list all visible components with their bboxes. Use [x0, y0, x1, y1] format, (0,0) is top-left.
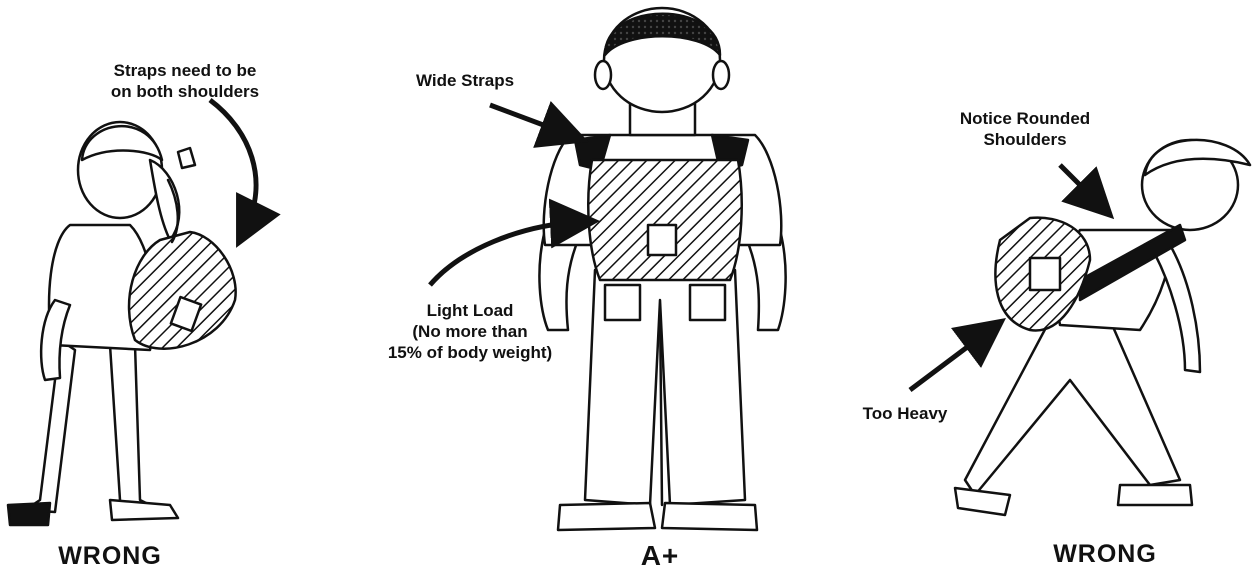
left-child-figure	[8, 122, 236, 525]
arrow-too-heavy	[910, 330, 990, 390]
left-verdict-label: WRONG	[30, 542, 190, 571]
rounded-shoulders-annotation: Notice Rounded Shoulders	[925, 108, 1125, 150]
arrow-rounded-shoulders	[1060, 165, 1100, 205]
right-verdict-label: WRONG	[1025, 540, 1185, 569]
light-load-annotation: Light Load (No more than 15% of body wei…	[365, 300, 575, 363]
center-child-figure	[539, 8, 785, 530]
wide-straps-annotation: Wide Straps	[385, 70, 545, 91]
arrow-wide-straps	[490, 105, 570, 135]
left-straps-annotation: Straps need to be on both shoulders	[70, 60, 300, 102]
center-verdict-label: A+	[600, 540, 720, 572]
right-child-figure	[955, 140, 1250, 515]
arrow-left-straps	[210, 100, 256, 230]
too-heavy-annotation: Too Heavy	[845, 403, 965, 424]
